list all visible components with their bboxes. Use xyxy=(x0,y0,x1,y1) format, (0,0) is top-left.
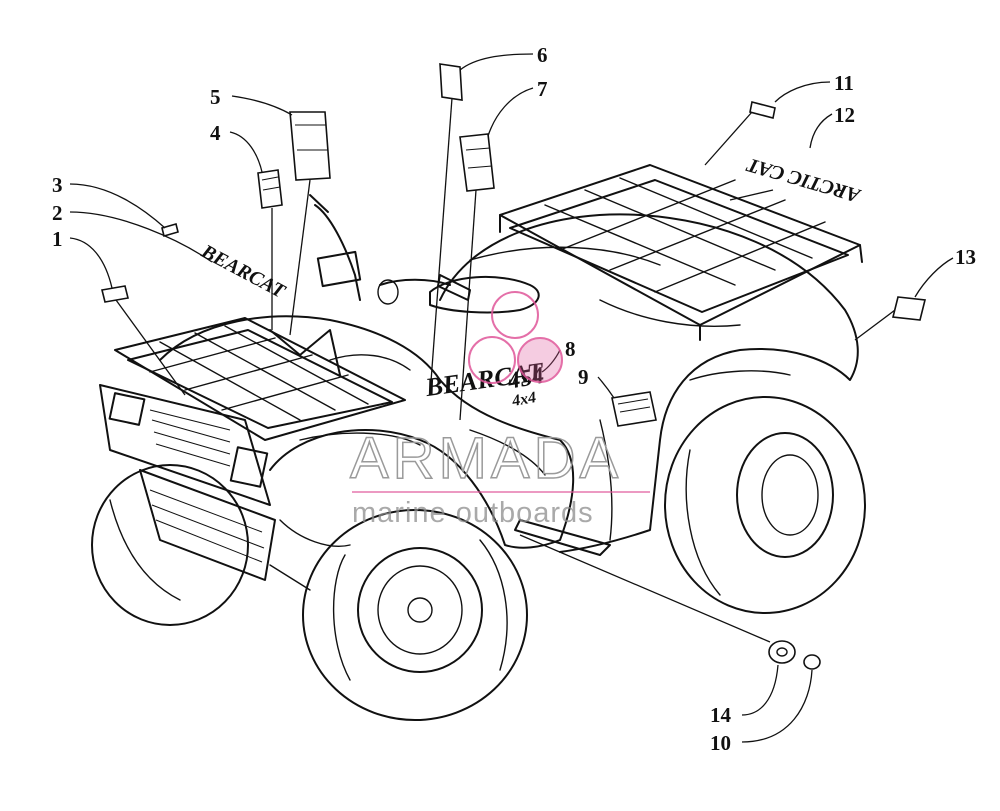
decal-1 xyxy=(101,285,129,303)
decal-9 xyxy=(611,391,657,427)
atv-illustration xyxy=(91,164,866,721)
front-left-wheel xyxy=(91,464,249,626)
callout-5: 5 xyxy=(210,85,221,109)
decal-8-drive: 4x4 xyxy=(510,389,538,410)
callout-11: 11 xyxy=(834,71,854,95)
decal-5 xyxy=(289,111,331,181)
callout-2: 2 xyxy=(52,201,63,225)
watermark-brand: ARMADA xyxy=(350,426,622,491)
callout-8: 8 xyxy=(565,337,576,361)
rivet-14 xyxy=(768,640,796,664)
decal-2-logo: BEARCAT xyxy=(197,240,289,303)
rear-fender xyxy=(439,213,859,553)
screw-10 xyxy=(803,654,821,670)
watermark: ARMADA marine outboards xyxy=(349,291,650,529)
front-fender xyxy=(159,315,575,549)
callout-numbers: 1 2 3 4 5 6 7 8 9 10 11 12 13 14 xyxy=(52,43,976,755)
decal-3 xyxy=(161,223,179,237)
callout-9: 9 xyxy=(578,365,589,389)
decal-12-brand: ARCTIC CAT xyxy=(744,153,864,207)
rear-right-wheel xyxy=(664,396,866,614)
callout-6: 6 xyxy=(537,43,548,67)
front-right-wheel xyxy=(302,509,528,721)
decal-11 xyxy=(749,101,776,119)
decal-6 xyxy=(439,63,463,101)
footrest xyxy=(514,519,611,556)
callout-3: 3 xyxy=(52,173,63,197)
callout-1: 1 xyxy=(52,227,63,251)
watermark-logo-icon xyxy=(468,291,563,384)
callout-10: 10 xyxy=(710,731,731,755)
decals xyxy=(101,63,926,670)
seat xyxy=(429,276,540,314)
callout-7: 7 xyxy=(537,77,548,101)
callout-14: 14 xyxy=(710,703,732,727)
decal-7 xyxy=(459,133,495,192)
leader-lines xyxy=(69,53,954,743)
decal-8-displacement: 454 xyxy=(505,363,546,395)
watermark-tagline: marine outboards xyxy=(352,497,594,529)
front-rack xyxy=(114,317,406,441)
callout-13: 13 xyxy=(955,245,976,269)
callout-12: 12 xyxy=(834,103,855,127)
callout-4: 4 xyxy=(210,121,221,145)
rear-rack xyxy=(499,164,863,341)
front-bumper xyxy=(99,384,276,581)
decal-13 xyxy=(892,296,926,321)
